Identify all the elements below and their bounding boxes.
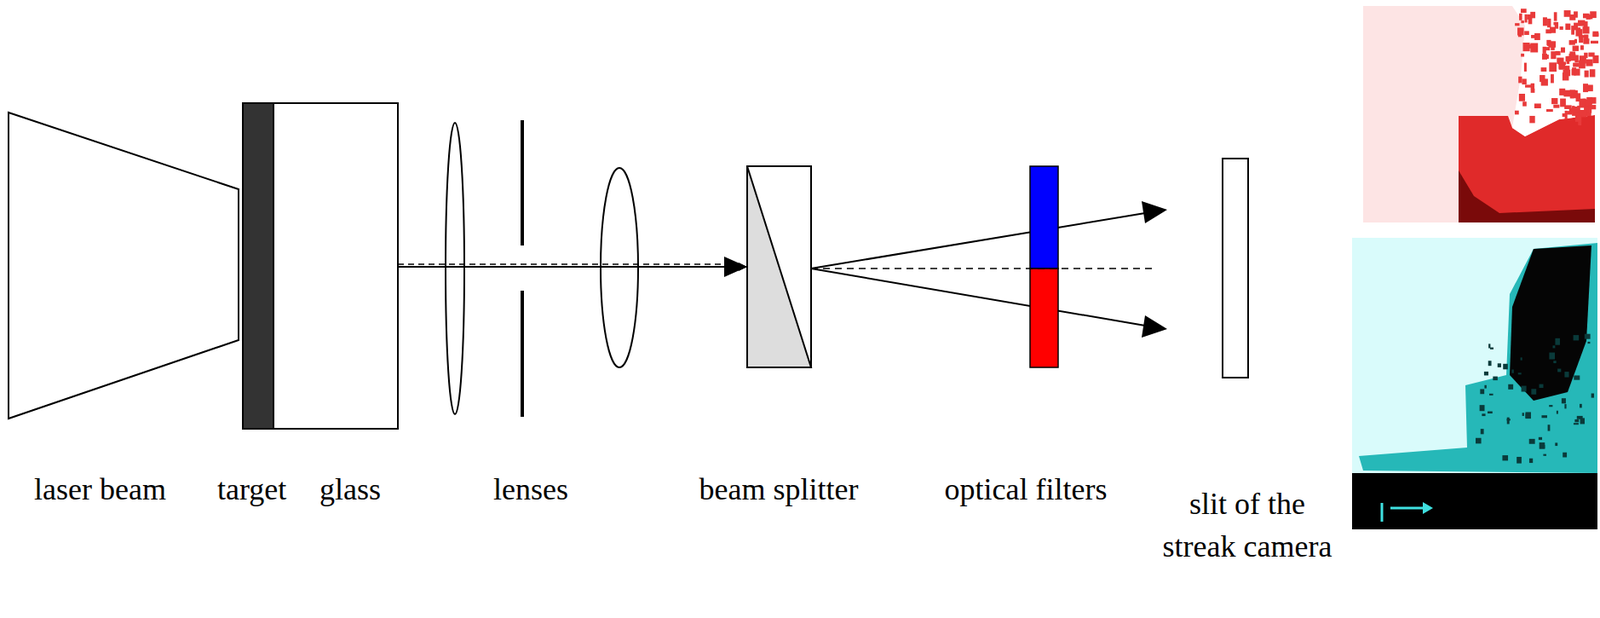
- axis-dashed: [811, 267, 1152, 270]
- ray: [811, 212, 1151, 269]
- prism-half: [747, 166, 812, 368]
- part-label: laser beam: [34, 470, 167, 508]
- arrow-head: [1141, 315, 1168, 338]
- part-label: lenses: [493, 470, 569, 508]
- lens: [600, 167, 639, 368]
- aperture: [520, 290, 524, 417]
- ray: [811, 268, 1151, 327]
- arrow-head: [1141, 201, 1168, 224]
- blue-filter: [1030, 166, 1059, 269]
- beam-splitter: [747, 166, 812, 368]
- red-filter: [1030, 268, 1059, 368]
- part-label: glass: [319, 470, 381, 508]
- laser-beam-shape: [8, 112, 239, 419]
- arrow-head: [724, 256, 748, 277]
- aperture: [520, 120, 524, 246]
- target-plate: [242, 103, 274, 429]
- streak-slit: [1222, 158, 1249, 378]
- part-label: target: [217, 470, 287, 508]
- lens: [445, 122, 465, 415]
- red-streak-image: [1363, 5, 1599, 223]
- part-label: optical filters: [944, 470, 1108, 508]
- cyan-streak-image: [1352, 237, 1598, 530]
- part-label: beam splitter: [699, 470, 859, 508]
- glass-block: [273, 103, 398, 429]
- part-label: slit of the streak camera: [1162, 482, 1333, 568]
